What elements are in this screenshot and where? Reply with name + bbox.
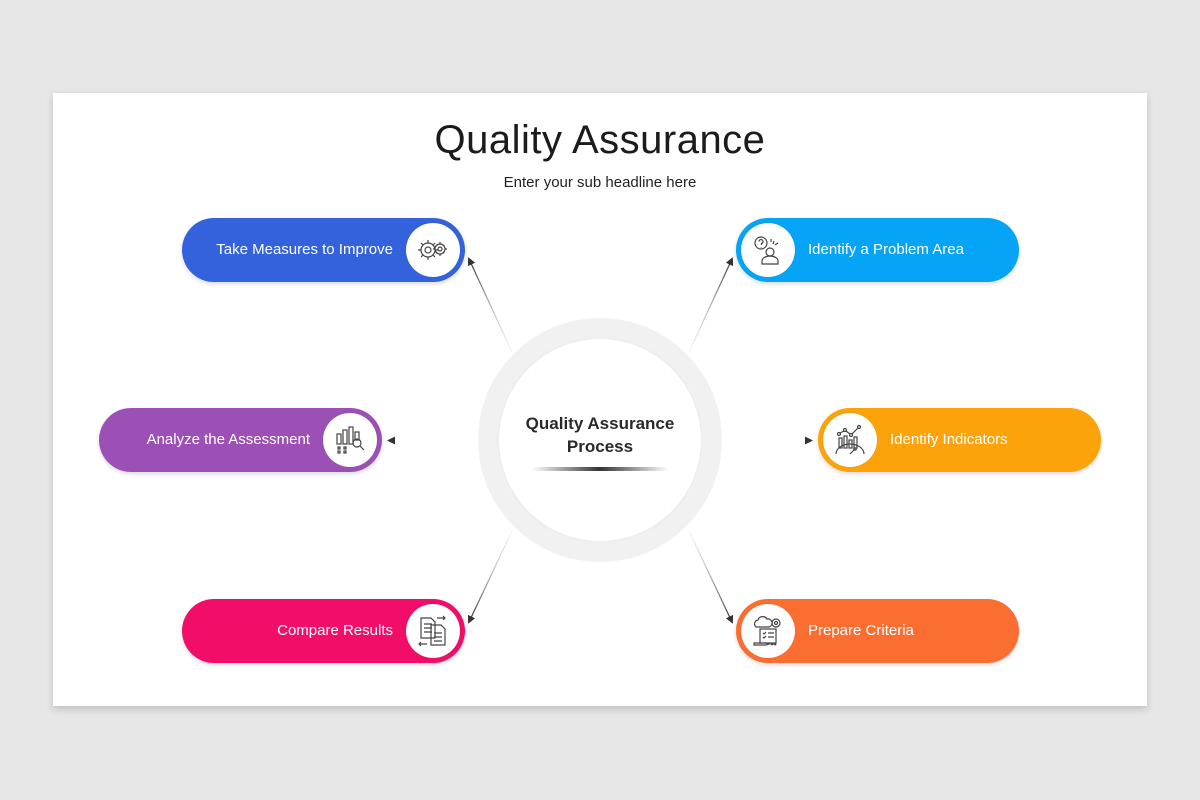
indicators-gauge-icon — [823, 413, 877, 467]
center-title: Quality Assurance Process — [478, 412, 722, 458]
step-prepare-criteria[interactable]: Prepare Criteria — [736, 599, 1019, 663]
step-label: Analyze the Assessment — [146, 431, 310, 448]
criteria-checklist-icon — [741, 604, 795, 658]
arrow-prepare — [688, 530, 734, 624]
slide-subtitle: Enter your sub headline here — [503, 174, 697, 191]
compare-documents-icon — [406, 604, 460, 658]
center-title-line1: Quality Assurance — [525, 414, 675, 433]
center-title-line2: Process — [566, 437, 634, 456]
center-circle — [499, 339, 701, 541]
slide-title: Quality Assurance — [434, 118, 766, 162]
step-label: Prepare Criteria — [808, 622, 914, 639]
step-identify-problem[interactable]: Identify a Problem Area — [736, 218, 1019, 282]
step-analyze-assessment[interactable]: Analyze the Assessment — [99, 408, 382, 472]
step-compare-results[interactable]: Compare Results — [182, 599, 465, 663]
gears-icon — [406, 223, 460, 277]
arrow-compare — [467, 530, 513, 624]
chart-magnifier-icon — [323, 413, 377, 467]
arrow-identify-problem — [688, 257, 734, 353]
arrow-take-measures — [467, 257, 513, 353]
center-underline — [532, 467, 668, 471]
step-label: Take Measures to Improve — [216, 241, 393, 258]
step-label: Compare Results — [277, 622, 393, 639]
step-label: Identify Indicators — [890, 431, 1008, 448]
step-take-measures[interactable]: Take Measures to Improve — [182, 218, 465, 282]
person-question-icon — [741, 223, 795, 277]
step-label: Identify a Problem Area — [808, 241, 964, 258]
step-identify-indicators[interactable]: Identify Indicators — [818, 408, 1101, 472]
